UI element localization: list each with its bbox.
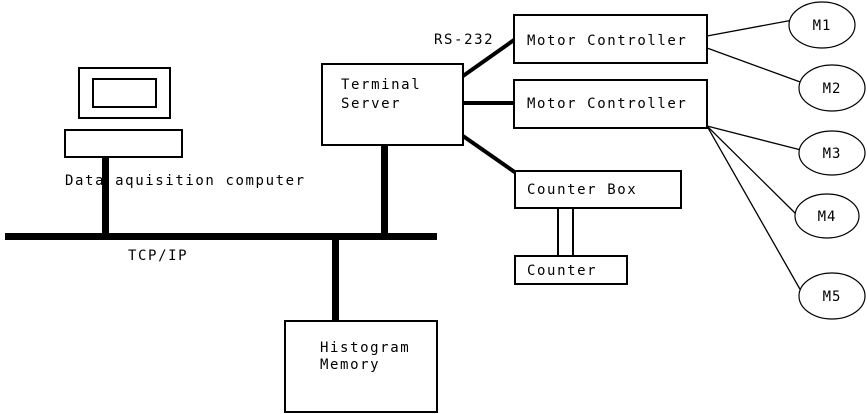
- histogram-memory-label-line1: Histogram: [320, 340, 410, 356]
- terminal-server-label-line2: Server: [341, 96, 401, 112]
- link-terminal-server-to-counter-box: [461, 134, 518, 175]
- histogram-memory-box[interactable]: [284, 320, 438, 413]
- link-motor-controller-2-to-m4: [706, 125, 796, 214]
- data-acquisition-computer[interactable]: [64, 67, 183, 158]
- tcpip-label: TCP/IP: [128, 248, 188, 264]
- counter-box[interactable]: [514, 170, 682, 209]
- counter-label: Counter: [527, 263, 597, 279]
- monitor-screen: [92, 78, 157, 108]
- histogram-memory-label-line2: Memory: [320, 357, 380, 373]
- link-motor-controller-1-to-m2: [706, 47, 804, 84]
- link-motor-controller-2-to-m3: [706, 125, 802, 151]
- motor-m3-shape: [798, 130, 866, 176]
- motor-m4[interactable]: M4: [794, 193, 860, 239]
- link-motor-controller-2-to-m5: [706, 125, 802, 292]
- motor-m4-shape: [794, 193, 860, 239]
- terminal-server-box[interactable]: [321, 63, 464, 146]
- counter-box-label: Counter Box: [527, 182, 637, 198]
- motor-m1[interactable]: M1: [788, 1, 856, 49]
- link-terminal-server-to-motor-controller-1: [461, 38, 516, 78]
- data-acquisition-computer-label: Data aquisition computer: [65, 173, 306, 189]
- motor-controller-1-label: Motor Controller: [527, 33, 687, 49]
- motor-m2-label: M2: [823, 81, 842, 97]
- rs232-label: RS-232: [434, 32, 494, 48]
- terminal-server-label-line1: Terminal: [341, 77, 421, 93]
- motor-controller-2-label: Motor Controller: [527, 96, 687, 112]
- motor-m2-shape: [798, 64, 866, 112]
- motor-controller-2-box[interactable]: [513, 79, 708, 129]
- motor-m4-label: M4: [818, 209, 837, 225]
- motor-m5-label: M5: [823, 289, 842, 305]
- link-motor-controller-1-to-m1: [706, 19, 794, 37]
- motor-m3[interactable]: M3: [798, 130, 866, 176]
- motor-m1-shape: [788, 1, 856, 49]
- motor-m1-label: M1: [813, 18, 832, 34]
- motor-controller-1-box[interactable]: [513, 14, 708, 64]
- motor-m3-label: M3: [823, 146, 842, 162]
- counter-box-device[interactable]: [514, 255, 628, 285]
- computer-base: [64, 129, 183, 158]
- motor-m5[interactable]: M5: [798, 272, 866, 320]
- motor-m5-shape: [798, 272, 866, 320]
- motor-m2[interactable]: M2: [798, 64, 866, 112]
